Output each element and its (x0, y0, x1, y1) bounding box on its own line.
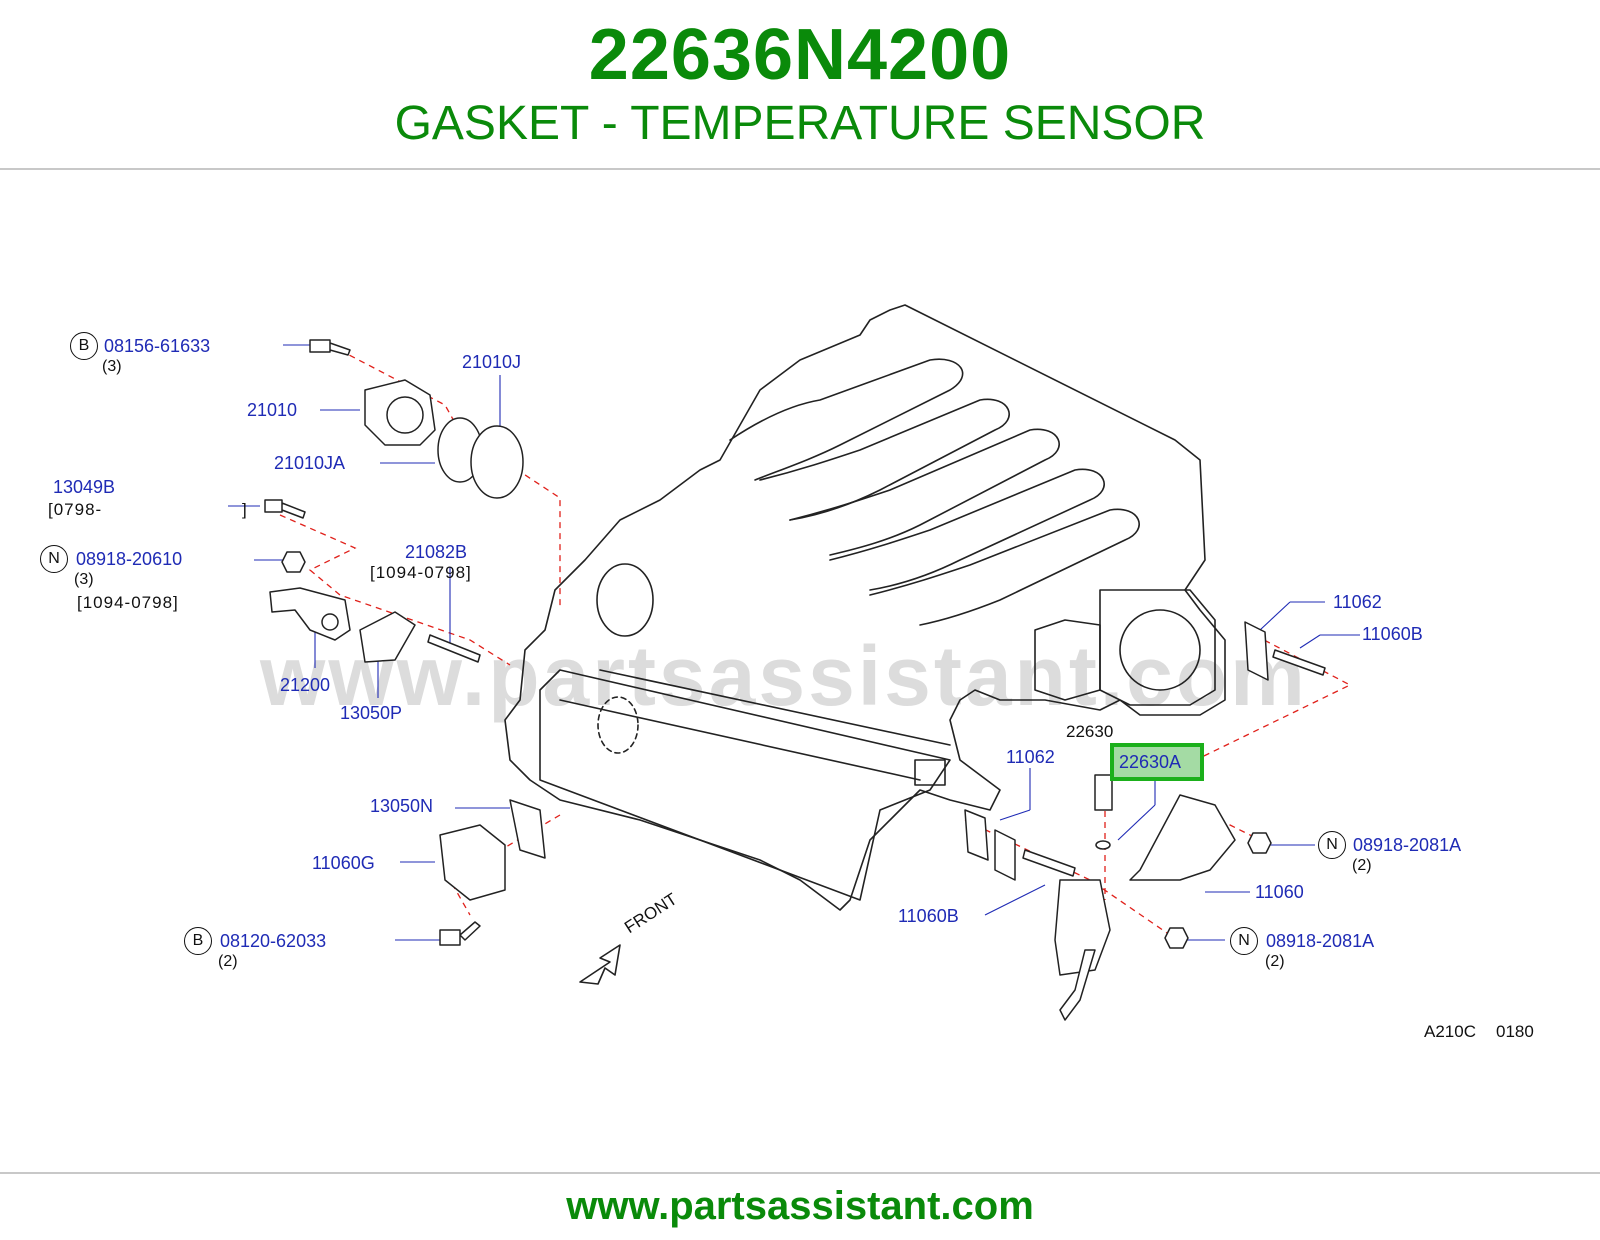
callout-11060[interactable]: 11060 (1255, 882, 1304, 902)
nut-badge: N (1230, 927, 1258, 955)
intake-manifold-outline (504, 304, 1226, 911)
bolt-13049B (264, 499, 306, 519)
callout-21010J[interactable]: 21010J (462, 352, 522, 372)
bolt-08120-62033 (439, 921, 481, 946)
highlighted-part-box: 22630A (1110, 743, 1204, 781)
nut-08918-2081A-upper (1247, 832, 1272, 854)
gasket-13050P (359, 611, 416, 663)
manifold-runner-5 (869, 508, 1140, 626)
nut-badge: N (40, 545, 68, 573)
callout-08120-62033[interactable]: 08120-62033 (220, 931, 327, 951)
manifold-runner-4 (829, 468, 1105, 591)
callout-08918-20610[interactable]: 08918-20610 (76, 549, 183, 569)
footer-url-link[interactable]: www.partsassistant.com (566, 1184, 1034, 1228)
bolt-08156-61633 (309, 339, 351, 356)
gasket-13050N (509, 799, 546, 859)
callout-11062-right[interactable]: 11062 (1333, 592, 1382, 612)
callout-21082B[interactable]: 21082B (405, 542, 468, 562)
gasket-22630A (1095, 840, 1111, 850)
manifold-runner-1 (729, 358, 964, 481)
quantity-label: (2) (1352, 857, 1372, 874)
date-range-label: [0798- (48, 500, 103, 519)
callout-21200[interactable]: 21200 (280, 675, 331, 695)
water-bracket-11060 (1129, 794, 1236, 881)
water-pump-impeller (386, 396, 424, 434)
gasket-11062-right (1244, 621, 1269, 681)
callout-08156-61633[interactable]: 08156-61633 (104, 336, 211, 356)
bolt-badge: B (184, 927, 212, 955)
date-range-label: [1094-0798] (77, 593, 179, 612)
water-pipe-11060 (1059, 949, 1096, 1021)
stud-11060B-center (1022, 849, 1076, 877)
callout-13050P[interactable]: 13050P (340, 703, 403, 723)
callout-11062-center[interactable]: 11062 (1006, 747, 1055, 767)
part-name-subtitle: GASKET - TEMPERATURE SENSOR (394, 97, 1206, 150)
part-number-title: 22636N4200 (588, 15, 1012, 95)
header: 22636N4200 GASKET - TEMPERATURE SENSOR (0, 0, 1600, 170)
exploded-parts-diagram (228, 304, 1360, 1021)
date-range-label: [1094-0798] (370, 563, 472, 582)
throttle-body-flange (1099, 589, 1216, 706)
callout-21010[interactable]: 21010 (247, 400, 298, 420)
nut-08918-2081A-lower (1164, 927, 1189, 949)
date-range-close: ] (242, 500, 248, 519)
callout-22630[interactable]: 22630 (1066, 722, 1114, 741)
diagram-code: A210C (1424, 1022, 1476, 1041)
cam-cover-bump (914, 759, 946, 786)
quantity-label: (2) (1265, 953, 1285, 970)
head-cover-rib-2 (599, 669, 951, 746)
thermostat-housing-hole (321, 613, 339, 631)
callout-08918-2081A-lower[interactable]: 08918-2081A (1266, 931, 1375, 951)
manifold-runner-3 (789, 428, 1060, 556)
dashed-hole-marker (597, 696, 639, 754)
bolt-badge: B (70, 332, 98, 360)
header-divider (0, 168, 1600, 170)
callout-21010JA[interactable]: 21010JA (274, 453, 346, 473)
temperature-sensor-22630 (1094, 774, 1113, 811)
thermostat-housing-21200 (269, 587, 351, 641)
diagram-code-number: 0180 (1496, 1022, 1534, 1041)
callout-11060G[interactable]: 11060G (312, 853, 375, 873)
alignment-line-rear-housing (449, 814, 561, 916)
callout-13050N[interactable]: 13050N (370, 796, 434, 816)
cylinder-head (539, 669, 951, 901)
throttle-body (1034, 619, 1101, 701)
quantity-label: (3) (102, 358, 122, 375)
water-outlet-11060 (1054, 879, 1111, 976)
throttle-bore (1119, 609, 1201, 691)
callout-11060B-center[interactable]: 11060B (898, 906, 959, 926)
gasket-21010J (470, 425, 524, 499)
alignment-line-thermostat (279, 514, 511, 666)
water-inlet-11060G (439, 824, 506, 901)
gasket-water-outlet (994, 829, 1016, 881)
footer-divider (0, 1172, 1600, 1174)
callout-11060B-right[interactable]: 11060B (1362, 624, 1423, 644)
callout-08918-2081A-upper[interactable]: 08918-2081A (1353, 835, 1462, 855)
manifold-runner-2 (759, 398, 1010, 521)
stud-21082B (427, 634, 481, 663)
nut-badge: N (1318, 831, 1346, 859)
gasket-11062-center (964, 809, 989, 861)
front-direction-arrow (579, 944, 621, 985)
callout-22630A[interactable]: 22630A (1119, 752, 1182, 772)
oil-filler-cap (596, 563, 654, 637)
quantity-label: (2) (218, 953, 238, 970)
quantity-label: (3) (74, 571, 94, 588)
head-cover-rib (559, 699, 921, 781)
stud-11060B-right (1272, 649, 1326, 676)
callout-13049B[interactable]: 13049B (53, 477, 116, 497)
nut-08918-20610 (281, 551, 306, 573)
